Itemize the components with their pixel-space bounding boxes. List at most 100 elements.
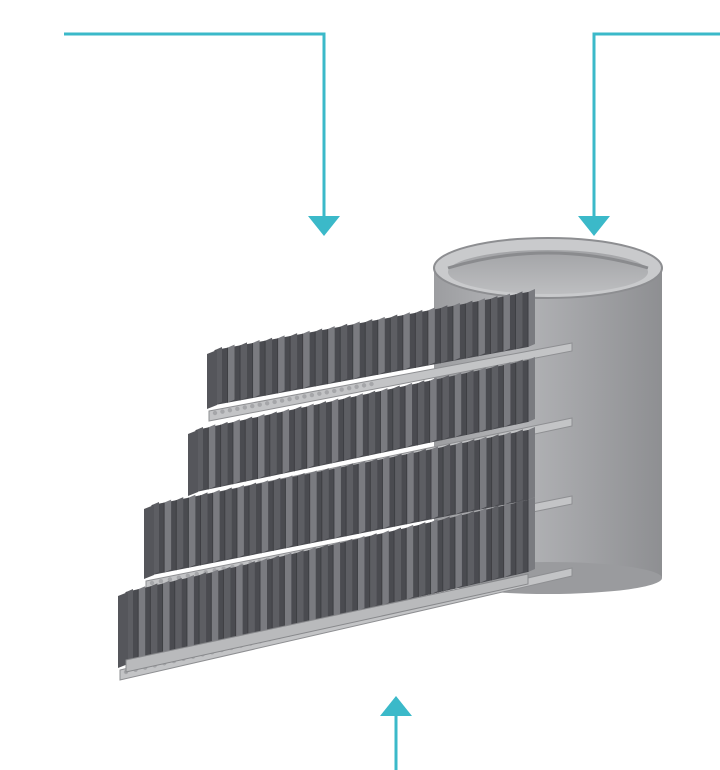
fin — [174, 577, 182, 653]
fin — [235, 563, 243, 639]
fin — [467, 510, 475, 586]
fin — [306, 403, 314, 469]
fin — [392, 385, 400, 451]
fin — [515, 499, 523, 575]
fin — [343, 395, 351, 461]
fin — [479, 436, 487, 510]
fin — [309, 470, 317, 544]
fin — [176, 497, 184, 571]
plate-notch — [185, 573, 191, 579]
fin — [406, 524, 414, 600]
fin — [200, 492, 208, 566]
fin — [368, 390, 376, 456]
fin-tier — [118, 497, 535, 668]
fin — [290, 333, 298, 392]
fin-tier — [188, 357, 535, 496]
plate-notch — [369, 381, 374, 387]
fin — [418, 522, 426, 598]
plate-notch — [149, 580, 155, 586]
fin — [477, 298, 485, 357]
plate-notch — [287, 396, 292, 402]
fin — [515, 359, 523, 425]
fin — [390, 314, 398, 373]
fin — [502, 293, 510, 352]
fin — [346, 463, 354, 537]
fin — [430, 446, 438, 520]
plate-notch — [324, 390, 329, 395]
fin — [427, 307, 435, 366]
fin — [479, 508, 487, 584]
fin — [236, 485, 244, 559]
fin — [252, 340, 260, 399]
fin — [454, 372, 462, 438]
cylinder-opening — [448, 250, 648, 294]
plate-notch — [257, 402, 262, 407]
plate-notch — [272, 399, 277, 405]
plate-notch — [354, 384, 359, 389]
fin — [320, 544, 328, 620]
fin — [528, 289, 535, 347]
cylinder-inner-wall — [447, 251, 649, 270]
fin — [318, 401, 326, 467]
fin — [224, 487, 232, 561]
fin — [327, 326, 335, 385]
arrow-up-icon — [380, 696, 412, 770]
fin — [503, 362, 511, 428]
fin — [164, 499, 172, 573]
fin — [405, 382, 413, 448]
fin — [220, 421, 228, 487]
fin-tier — [207, 289, 535, 409]
fin — [441, 375, 449, 441]
fin — [377, 316, 385, 375]
fin — [302, 330, 310, 389]
fin — [296, 549, 304, 625]
plate-notch — [302, 394, 307, 399]
fin — [199, 572, 207, 648]
plate-notch — [317, 391, 322, 396]
fin — [265, 337, 273, 396]
fin — [515, 291, 523, 350]
plate-notch — [212, 410, 218, 416]
fin — [273, 477, 281, 551]
fin — [415, 309, 423, 368]
fin — [260, 558, 267, 634]
fin — [284, 552, 292, 628]
fin — [440, 305, 448, 364]
fin — [357, 536, 365, 612]
fin — [491, 505, 499, 581]
fin — [211, 569, 219, 645]
fin — [333, 541, 341, 617]
fin — [245, 416, 253, 482]
plate-notch — [346, 385, 352, 391]
fin — [515, 429, 523, 503]
plate-notch — [339, 387, 344, 392]
fin — [402, 312, 410, 371]
fin — [333, 465, 341, 539]
fin — [467, 439, 475, 513]
plate-notch — [227, 408, 233, 413]
fin — [285, 475, 293, 549]
fin-tier-end — [118, 592, 128, 668]
fin-tier-end — [188, 430, 198, 496]
plate-notch — [220, 409, 225, 414]
fin — [430, 519, 438, 595]
fin — [352, 321, 360, 380]
fin — [417, 380, 425, 446]
fin — [208, 424, 216, 490]
plate-notch — [158, 579, 164, 584]
fin — [528, 497, 535, 572]
plate-notch — [194, 571, 199, 577]
fin — [321, 468, 329, 542]
plate-notch — [294, 395, 300, 401]
fin — [297, 472, 305, 546]
fin — [528, 357, 535, 422]
fin — [455, 441, 463, 515]
fin — [282, 408, 290, 474]
fin — [138, 586, 146, 662]
fin — [465, 300, 473, 359]
plate-notch — [250, 403, 255, 409]
fin — [186, 575, 194, 651]
fin — [315, 328, 323, 387]
fin — [247, 561, 255, 637]
